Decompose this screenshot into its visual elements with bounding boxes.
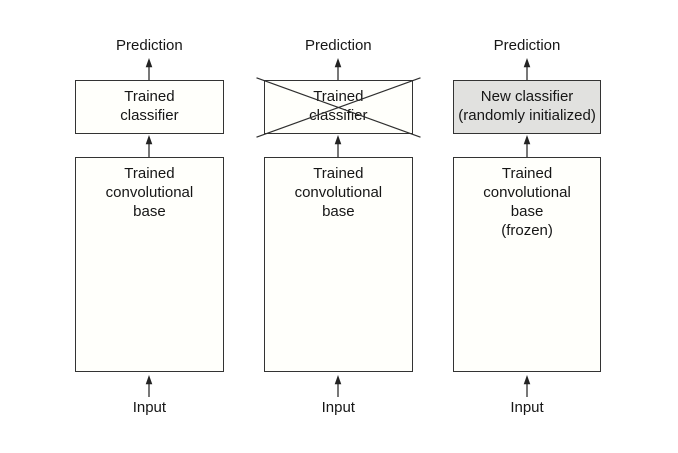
arrow-up-icon [523,375,531,398]
prediction-label: Prediction [304,37,372,54]
box-label-line: base [510,203,544,221]
box-label-line: convolutional [105,184,194,202]
arrow-up-icon [334,134,342,157]
frozen-convolutional-base-box: Trained convolutional base (frozen) [452,156,602,373]
prediction-label: Prediction [493,37,561,54]
box-label-line: Trained [124,88,175,106]
box-label-line: Trained [313,88,364,106]
arrow-up-icon [146,375,153,398]
box-label-line: Trained [313,165,364,183]
input-label: Input [510,399,544,416]
box-label-line: (randomly initialized) [458,107,596,124]
box-label-line: convolutional [483,184,571,202]
arrow-up-icon [334,375,342,398]
cross-out-icon [256,77,421,138]
arrow-up-icon [146,58,153,80]
box-label-line: Trained [124,165,175,183]
trained-convolutional-base-box: Trained convolutional base [264,156,413,373]
box-label-line: classifier [309,107,368,124]
trained-classifier-box: Trained classifier [75,80,224,134]
box-label-line: base [322,203,355,221]
box-label-line: classifier [120,107,179,124]
prediction-label: Prediction [116,37,183,54]
input-label: Input [132,399,167,416]
arrow-up-icon [523,58,531,80]
box-label-line: (frozen) [501,222,553,240]
arrow-up-icon [146,134,153,157]
arrow-up-icon [523,134,531,157]
input-label: Input [321,399,355,416]
trained-convolutional-base-box: Trained convolutional base [75,156,224,373]
box-label-line: New classifier [480,88,574,106]
arrow-up-icon [334,58,342,80]
box-label-line: convolutional [294,184,383,202]
box-label-line: Trained [501,165,553,183]
box-label-line: base [133,203,166,221]
new-classifier-box: New classifier (randomly initialized) [452,80,602,134]
